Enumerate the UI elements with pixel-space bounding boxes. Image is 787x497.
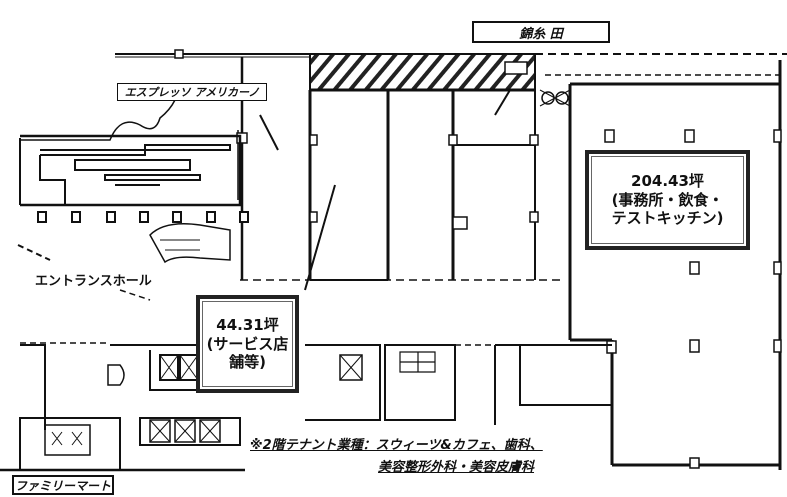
east-unit-walls (539, 60, 782, 470)
footnote-line1: ※2階テナント業種：スウィーツ&カフェ、歯科、 (250, 438, 543, 453)
footnote-line2: 美容整形外科・美容皮膚科 (378, 460, 535, 475)
unit-204-area-box[interactable]: 204.43坪 (事務所・飲食・ テストキッチン) (585, 150, 750, 250)
west-structure (17, 99, 249, 301)
street-label-north: 錦糸 田 (472, 21, 610, 43)
unit-area: 44.31坪 (216, 315, 279, 334)
unit-use-line2: テストキッチン) (611, 209, 724, 228)
unit-use-line2: 舗等) (229, 353, 266, 372)
unit-area: 204.43坪 (631, 171, 704, 190)
unit-use-line1: (事務所・飲食・ (611, 190, 724, 209)
hatched-core (309, 53, 536, 91)
convenience-store-label: ファミリーマート (12, 475, 114, 495)
cafe-label: エスプレッソ アメリカーノ (117, 83, 267, 101)
south-structure (0, 342, 245, 472)
central-bays (240, 88, 560, 291)
unit-use-line1: (サービス店 (206, 334, 289, 353)
entrance-hall-label: エントランスホール (35, 274, 152, 289)
unit-44-area-box[interactable]: 44.31坪 (サービス店 舗等) (196, 295, 299, 393)
